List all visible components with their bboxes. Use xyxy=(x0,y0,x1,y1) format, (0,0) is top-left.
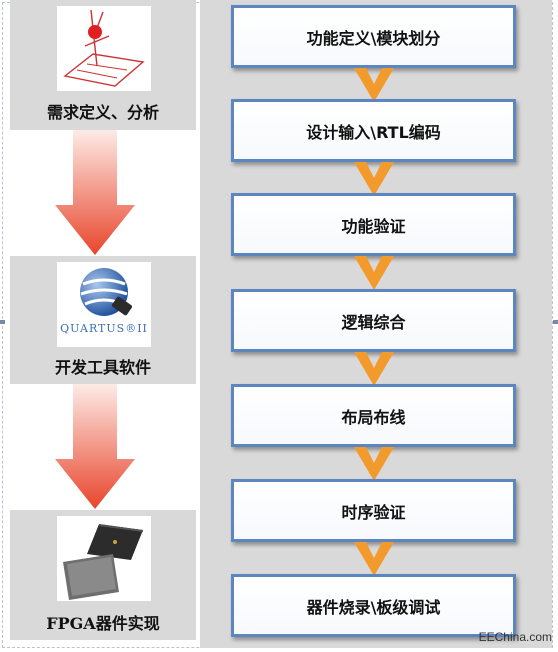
flow-arrow-down-1 xyxy=(55,130,135,255)
step-programming-and-debug: 器件烧录\板级调试 xyxy=(231,574,516,637)
watermark: EEChina.com xyxy=(478,630,552,644)
step-logic-synthesis: 逻辑综合 xyxy=(231,289,516,352)
chevron-down-icon-5 xyxy=(354,447,394,481)
step-timing-verification: 时序验证 xyxy=(231,479,516,542)
chevron-down-icon-2 xyxy=(354,162,394,196)
fpga-chip-image xyxy=(57,516,151,601)
flow-arrow-down-2 xyxy=(55,384,135,509)
fpga-card: FPGA器件实现 xyxy=(10,510,196,640)
chevron-down-icon-3 xyxy=(354,256,394,290)
requirements-label: 需求定义、分析 xyxy=(46,103,159,122)
quartus-wordmark: QUARTUS®II xyxy=(60,322,148,335)
requirements-card: 需求定义、分析 xyxy=(10,0,196,130)
fpga-label: FPGA器件实现 xyxy=(46,614,160,633)
step-place-and-route: 布局布线 xyxy=(231,384,516,447)
quartus-logo-image: QUARTUS®II xyxy=(57,262,151,347)
dev-tools-card: QUARTUS®II 开发工具软件 xyxy=(10,256,196,384)
step-function-verification: 功能验证 xyxy=(231,193,516,256)
requirements-sketch-icon xyxy=(63,9,145,87)
fpga-chip-icon xyxy=(63,524,143,600)
step-design-input: 设计输入\RTL编码 xyxy=(231,99,516,162)
chevron-down-icon-6 xyxy=(354,542,394,576)
quartus-ii-logo: QUARTUS®II xyxy=(60,268,148,335)
chevron-down-icon-4 xyxy=(354,352,394,386)
dev-tools-label: 开发工具软件 xyxy=(54,358,151,377)
step-function-definition: 功能定义\模块划分 xyxy=(231,5,516,68)
edge-marker-left xyxy=(0,320,5,324)
requirements-image xyxy=(57,6,151,91)
edge-marker-right xyxy=(553,320,558,324)
chevron-down-icon-1 xyxy=(354,68,394,102)
